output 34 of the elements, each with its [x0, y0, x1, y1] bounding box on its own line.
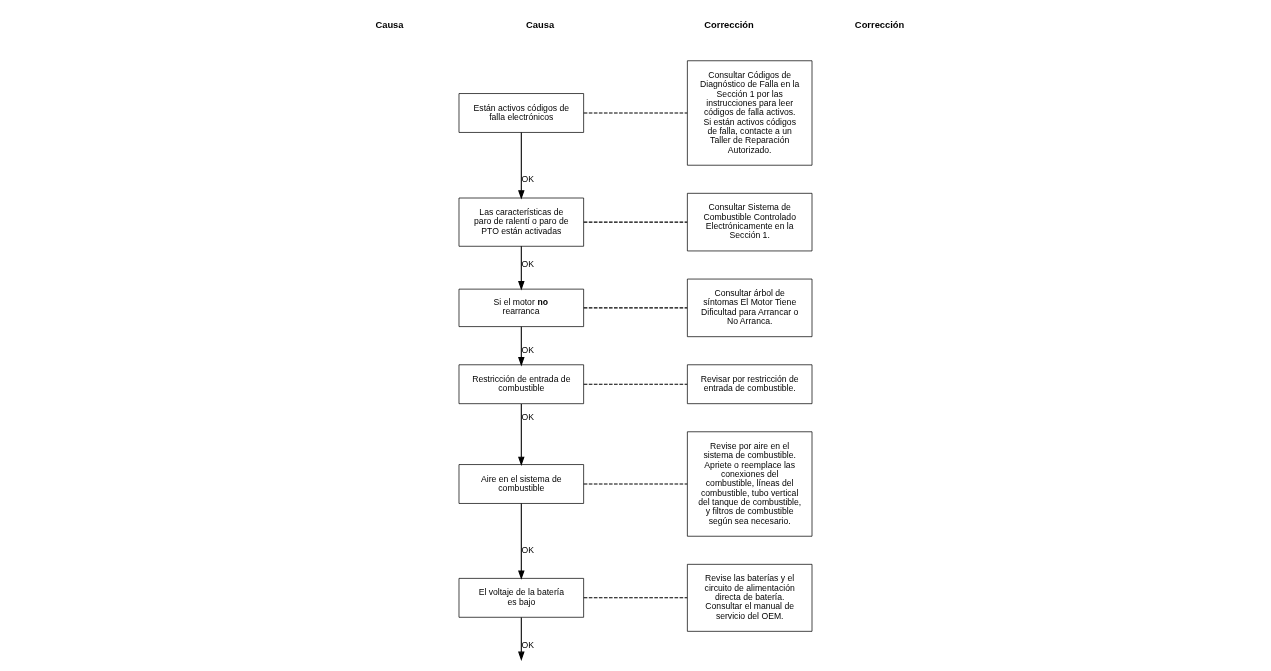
arrow: [518, 245, 525, 291]
node-box: Las características de paro de ralentí o paro de PTO están activadas: [458, 197, 584, 247]
node-box: Restricción de entrada de combustible: [458, 364, 584, 405]
edge-label: OK: [521, 411, 535, 422]
node-box: Consultar árbol de síntomas El Motor Tiene Dificultad para Arrancar o No Arranca.: [687, 278, 813, 338]
connector: [583, 483, 688, 485]
edge-label: OK: [521, 544, 535, 555]
edge-label: OK: [521, 173, 535, 184]
label: Corrección: [854, 19, 905, 30]
arrow: [518, 326, 525, 367]
arrow: [518, 131, 525, 200]
node-box: Consultar Sistema de Combustible Controlado Electrónicamente en la Sección 1.: [687, 192, 813, 252]
connector: [583, 221, 688, 223]
node-box: Aire en el sistema de combustible: [458, 464, 584, 504]
node-box: Revise las baterías y el circuito de alimentación directa de batería. Consultar el manual de servicio del OEM.: [687, 563, 813, 632]
edge-label: OK: [521, 639, 535, 650]
node-box: Si el motor no rearranca: [458, 288, 584, 327]
connector: [583, 307, 688, 309]
label: Causa: [375, 19, 404, 30]
arrow: [518, 503, 525, 580]
node-box: Revisar por restricción de entrada de combustible.: [687, 364, 813, 405]
node-box: Revise por aire en el sistema de combustible. Apriete o reemplace las conexiones del combustible, líneas del combustible, tubo vertical del tanque de combustible, y filtros de combustible según sea necesario.: [687, 431, 813, 537]
label: Corrección: [704, 19, 754, 30]
arrow: [518, 616, 525, 661]
node-box: Están activos códigos de falla electrónicos: [458, 93, 584, 133]
node-box: Consultar Códigos de Diagnóstico de Falla en la Sección 1 por las instrucciones para leer códigos de falla activos. Si están activos códigos de falla, contacte a un Taller de Reparación Autorizado.: [687, 60, 813, 166]
arrow: [518, 403, 525, 466]
edge-label: OK: [521, 344, 535, 355]
connector: [583, 112, 688, 114]
edge-label: OK: [521, 259, 535, 270]
connector: [583, 597, 688, 599]
label: Causa: [526, 19, 555, 30]
node-box: El voltaje de la batería es bajo: [458, 578, 584, 618]
connector: [583, 383, 688, 385]
